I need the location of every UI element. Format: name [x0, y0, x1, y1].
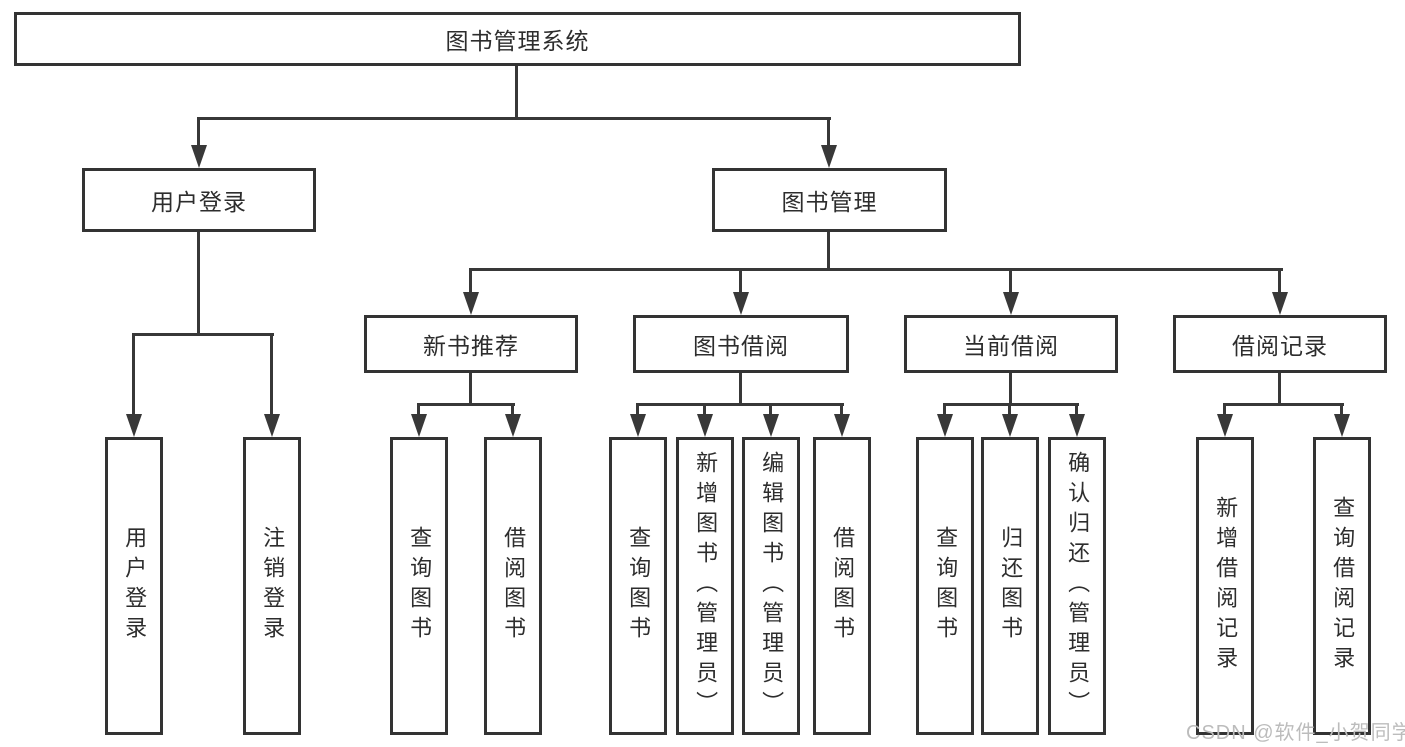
arrow-down-icon — [630, 414, 646, 437]
connector-line — [703, 403, 706, 417]
arrow-down-icon — [126, 414, 142, 437]
connector-line — [132, 333, 274, 336]
leaf-logout: 注销登录 — [243, 437, 301, 735]
connector-line — [469, 268, 472, 296]
arrow-down-icon — [1272, 292, 1288, 315]
arrow-down-icon — [1002, 414, 1018, 437]
leaf-user-login: 用户登录 — [105, 437, 163, 735]
leaf-query-borrow-record: 查询借阅记录 — [1313, 437, 1371, 735]
connector-line — [132, 333, 135, 417]
arrow-down-icon — [937, 414, 953, 437]
connector-line — [739, 268, 742, 296]
connector-line — [197, 117, 200, 149]
connector-line — [1009, 373, 1012, 406]
leaf-return-books: 归还图书 — [981, 437, 1039, 735]
connector-line — [1223, 403, 1226, 417]
connector-line — [1009, 268, 1012, 296]
connector-line — [511, 403, 514, 417]
node-user-login: 用户登录 — [82, 168, 316, 232]
node-book-borrowing: 图书借阅 — [633, 315, 849, 373]
node-borrowing-records: 借阅记录 — [1173, 315, 1387, 373]
connector-line — [1278, 268, 1281, 296]
connector-line — [1223, 403, 1344, 406]
leaf-borrow-books: 借阅图书 — [813, 437, 871, 735]
connector-line — [417, 403, 420, 417]
arrow-down-icon — [733, 292, 749, 315]
arrow-down-icon — [463, 292, 479, 315]
csdn-watermark: CSDN @软件_小贺同学 — [1186, 722, 1405, 744]
connector-line — [1278, 373, 1281, 406]
connector-line — [636, 403, 639, 417]
connector-line — [1340, 403, 1343, 417]
leaf-edit-books-admin: 编辑图书（管理员） — [742, 437, 800, 735]
leaf-query-books: 查询图书 — [916, 437, 974, 735]
leaf-confirm-return-admin: 确认归还（管理员） — [1048, 437, 1106, 735]
connector-line — [769, 403, 772, 417]
arrow-down-icon — [697, 414, 713, 437]
arrow-down-icon — [821, 145, 837, 168]
node-root-system: 图书管理系统 — [14, 12, 1021, 66]
arrow-down-icon — [763, 414, 779, 437]
connector-line — [943, 403, 1079, 406]
connector-line — [469, 268, 1283, 271]
arrow-down-icon — [834, 414, 850, 437]
connector-line — [417, 403, 515, 406]
arrow-down-icon — [411, 414, 427, 437]
connector-line — [197, 232, 200, 336]
arrow-down-icon — [264, 414, 280, 437]
arrow-down-icon — [505, 414, 521, 437]
connector-line — [840, 403, 843, 417]
node-book-management: 图书管理 — [712, 168, 947, 232]
connector-line — [1075, 403, 1078, 417]
leaf-add-books-admin: 新增图书（管理员） — [676, 437, 734, 735]
connector-line — [827, 117, 830, 149]
arrow-down-icon — [1003, 292, 1019, 315]
connector-line — [197, 117, 831, 120]
arrow-down-icon — [1217, 414, 1233, 437]
connector-line — [943, 403, 946, 417]
node-new-book-recommend: 新书推荐 — [364, 315, 578, 373]
connector-line — [636, 403, 844, 406]
connector-line — [515, 66, 518, 120]
connector-line — [827, 232, 830, 271]
node-current-borrowing: 当前借阅 — [904, 315, 1118, 373]
leaf-add-borrow-record: 新增借阅记录 — [1196, 437, 1254, 735]
arrow-down-icon — [1069, 414, 1085, 437]
arrow-down-icon — [191, 145, 207, 168]
connector-line — [469, 373, 472, 406]
leaf-query-books: 查询图书 — [390, 437, 448, 735]
connector-line — [270, 333, 273, 417]
connector-line — [1008, 403, 1011, 417]
connector-line — [739, 373, 742, 406]
arrow-down-icon — [1334, 414, 1350, 437]
leaf-query-books: 查询图书 — [609, 437, 667, 735]
leaf-borrow-books: 借阅图书 — [484, 437, 542, 735]
